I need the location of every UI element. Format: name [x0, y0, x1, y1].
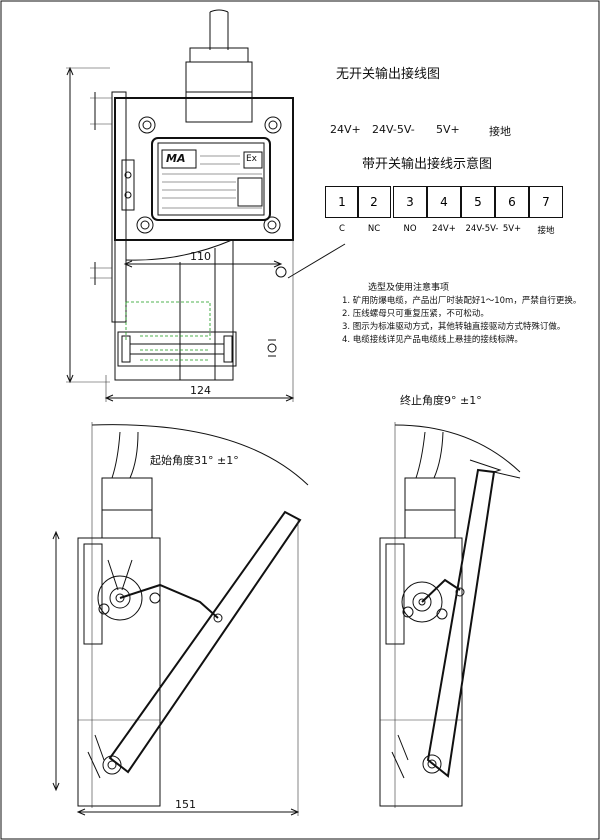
end-lever — [426, 468, 496, 778]
start-angle-label: 起始角度31° ±1° — [150, 454, 239, 467]
notes-heading: 选型及使用注意事项 — [368, 283, 450, 293]
ma-logo-text: MA — [166, 152, 186, 165]
terminal-6: 6 — [495, 186, 529, 218]
terminal-sig-7: 接地 — [537, 226, 555, 236]
terminal-sig-5: 24V-5V- — [465, 224, 499, 234]
front-view — [66, 9, 346, 402]
terminal-4: 4 — [427, 186, 461, 218]
terminal-sig-6: 5V+ — [502, 224, 522, 234]
terminal-sig-1: C — [339, 224, 345, 234]
terminal-sig-2: NC — [367, 224, 381, 234]
ex-mark: Ex — [246, 154, 258, 164]
with-switch-title: 带开关输出接线示意图 — [362, 157, 493, 172]
note-item-3: 3. 图示为标准驱动方式，其他转轴直接驱动方式特殊订做。 — [342, 322, 566, 332]
terminal-sig-4: 24V+ — [432, 224, 456, 234]
terminal-3: 3 — [393, 186, 427, 218]
terminal-7: 7 — [529, 186, 563, 218]
no-switch-title: 无开关输出接线图 — [336, 67, 441, 82]
note-item-2: 2. 压线螺母只可重复压紧，不可松动。 — [342, 309, 489, 319]
terminal-1: 1 — [325, 186, 359, 218]
no-switch-signal-4: 接地 — [489, 125, 511, 138]
no-switch-signal-1: 24V+ — [330, 123, 361, 136]
start-angle-view — [52, 422, 309, 816]
terminal-sig-3: NO — [403, 224, 417, 234]
notes-block: 选型及使用注意事项 1. 矿用防爆电缆，产品出厂时装配好1～10m，严禁自行更换… — [342, 282, 582, 347]
note-item-1: 1. 矿用防爆电缆，产品出厂时装配好1～10m，严禁自行更换。 — [342, 296, 582, 306]
note-item-4: 4. 电缆接线详见产品电缆线上悬挂的接线标牌。 — [342, 335, 523, 345]
dim-110-label: 110 — [190, 250, 211, 263]
end-angle-view — [379, 422, 521, 808]
start-lever — [108, 510, 302, 774]
no-switch-signal-2: 24V-5V- — [372, 123, 415, 136]
dim-151-label: 151 — [175, 798, 196, 811]
end-angle-label: 终止角度9° ±1° — [400, 394, 482, 407]
terminal-2: 2 — [357, 186, 391, 218]
no-switch-signal-3: 5V+ — [436, 123, 460, 136]
ma-logo-box — [161, 149, 197, 169]
terminal-5: 5 — [461, 186, 495, 218]
dim-124-label: 124 — [190, 384, 211, 397]
